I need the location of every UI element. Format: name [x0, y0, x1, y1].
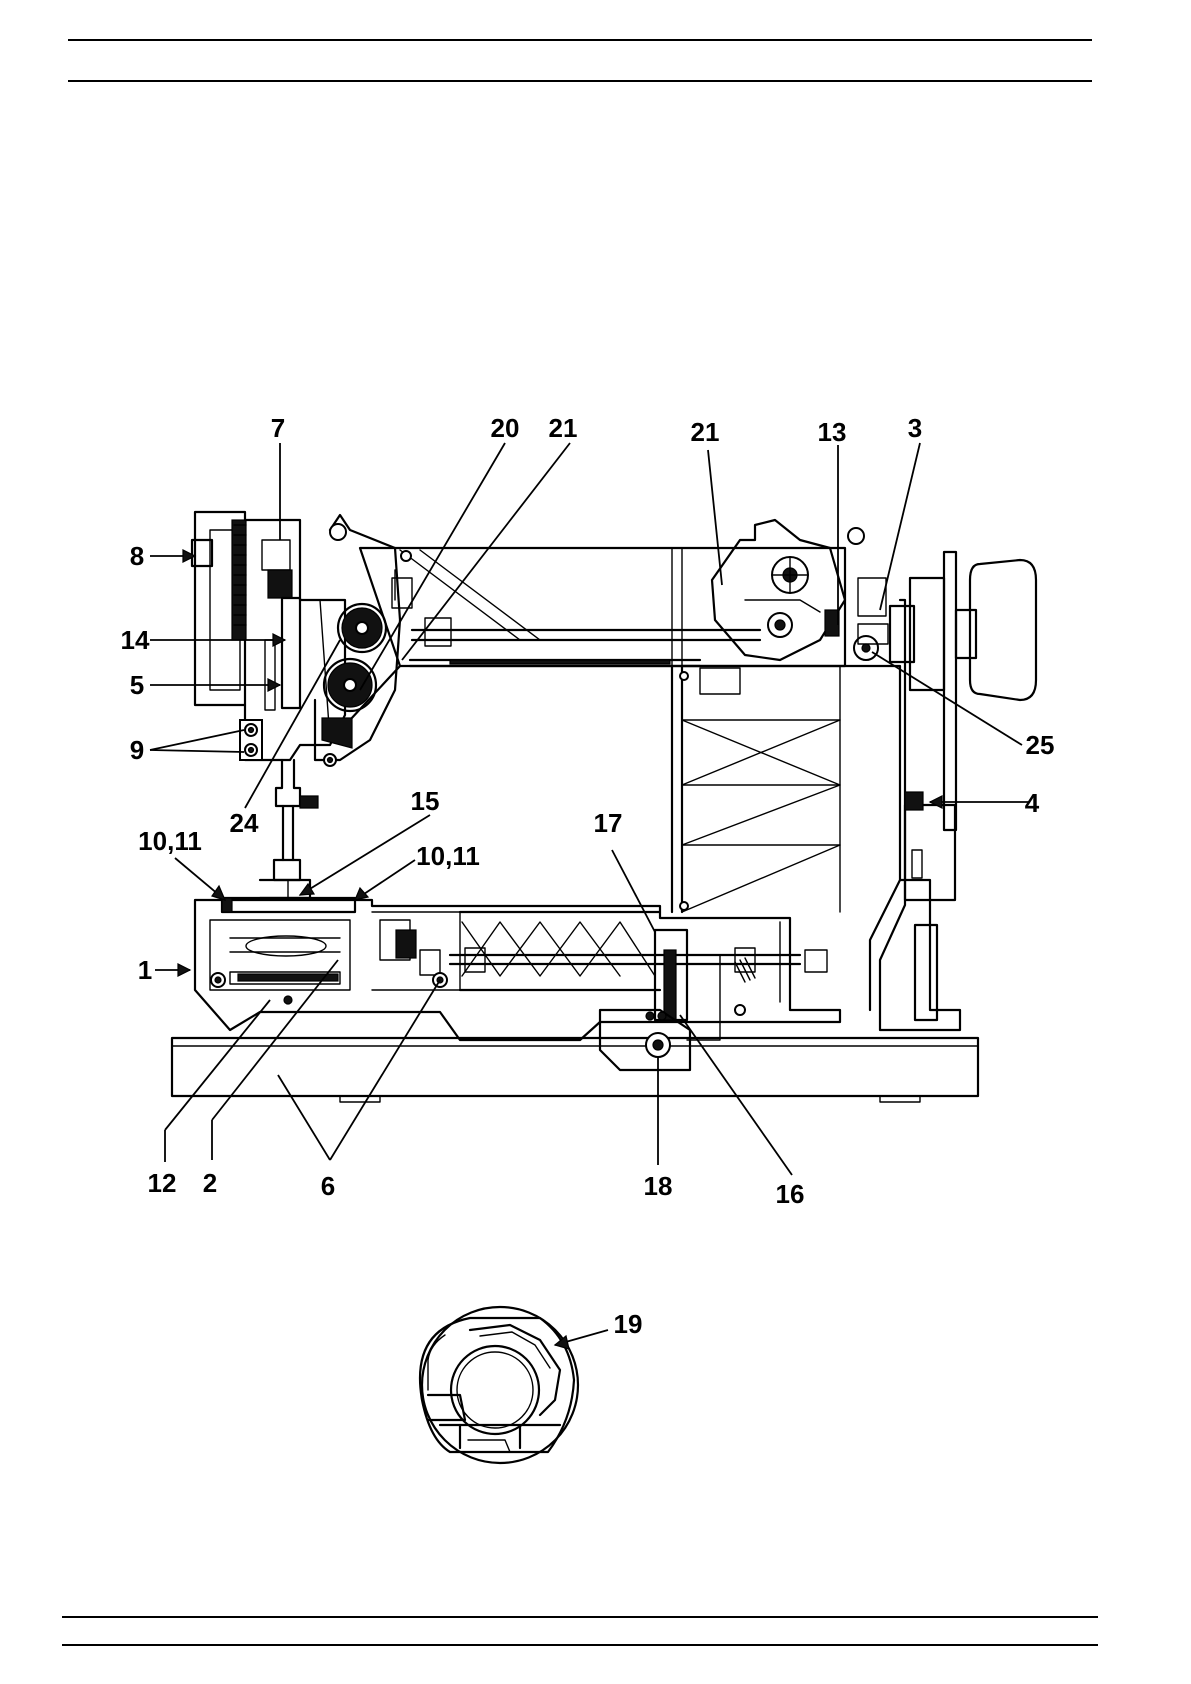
callout-8: 8: [130, 541, 144, 571]
callout-13: 13: [818, 417, 847, 447]
leader-3: [880, 443, 920, 610]
callout-1: 1: [138, 955, 152, 985]
arrowhead-14: [273, 634, 285, 646]
callout-labels: 7 20 21 21 13 3 8 14 5 9 25 24 15 4 17 1…: [121, 413, 1055, 1339]
leader-15: [300, 815, 430, 895]
callout-16: 16: [776, 1179, 805, 1209]
callout-14: 14: [121, 625, 150, 655]
arrowhead-4: [930, 796, 942, 808]
callout-10-11-right: 10,11: [416, 841, 480, 871]
callout-9: 9: [130, 735, 144, 765]
callout-10-11-left: 10,11: [138, 826, 202, 856]
callout-25: 25: [1026, 730, 1055, 760]
callout-20: 20: [491, 413, 520, 443]
leader-9b: [150, 750, 244, 752]
arrowhead-5: [268, 679, 280, 691]
callout-21-right: 21: [691, 417, 720, 447]
leader-25: [872, 652, 1022, 745]
arrowhead-1: [178, 964, 190, 976]
callout-15: 15: [411, 786, 440, 816]
leader-21-right: [708, 450, 722, 585]
callout-5: 5: [130, 670, 144, 700]
leader-6a: [278, 1075, 330, 1160]
leader-9a: [150, 730, 244, 750]
callout-4: 4: [1025, 788, 1040, 818]
arrowhead-10-11-left: [212, 886, 225, 900]
leader-17: [612, 850, 655, 932]
callout-21-left: 21: [549, 413, 578, 443]
callout-18: 18: [644, 1171, 673, 1201]
arrowhead-8: [183, 550, 195, 562]
callout-7: 7: [271, 413, 285, 443]
callout-6: 6: [321, 1171, 335, 1201]
leader-20: [360, 443, 505, 690]
callout-2: 2: [203, 1168, 217, 1198]
leader-6b: [330, 980, 440, 1160]
callout-3: 3: [908, 413, 922, 443]
arrowhead-15: [300, 884, 314, 895]
callout-12: 12: [148, 1168, 177, 1198]
callout-19: 19: [614, 1309, 643, 1339]
machine-illustration: [172, 512, 1036, 1102]
arrowhead-10-11-right: [355, 888, 368, 900]
bobbin-case-illustration: [420, 1307, 578, 1463]
callout-24: 24: [230, 808, 259, 838]
callout-17: 17: [594, 808, 623, 838]
